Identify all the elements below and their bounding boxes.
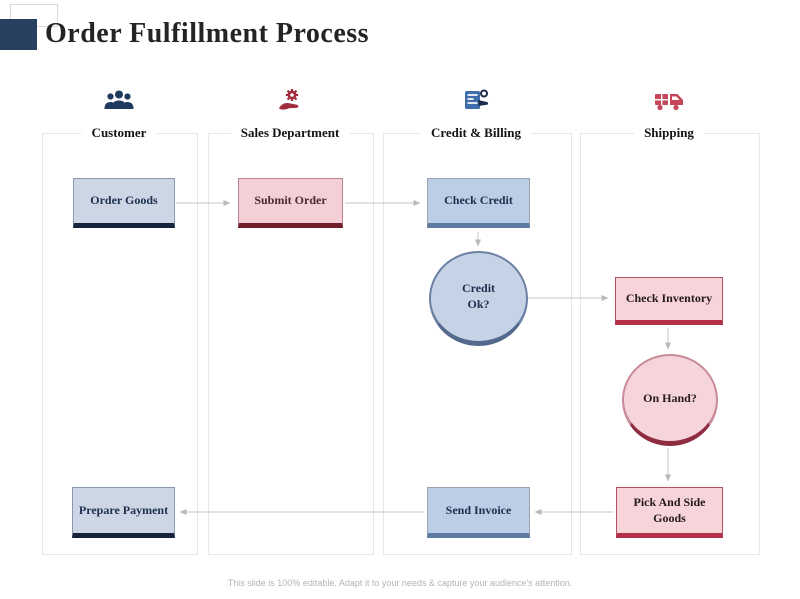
node-send-invoice: Send Invoice [427,487,530,538]
node-order-goods: Order Goods [73,178,175,228]
hand-gear-icon [274,85,306,115]
node-order-goods-label: Order Goods [90,193,158,208]
delivery-truck-icon [653,85,685,115]
editable-note: This slide is 100% editable. Adapt it to… [227,578,573,588]
billing-invoice-icon [460,85,492,115]
node-prepare-payment: Prepare Payment [72,487,175,538]
customers-group-icon [103,85,135,115]
node-submit-order-label: Submit Order [254,193,327,208]
page-title: Order Fulfillment Process [45,18,370,49]
node-pick-side-goods: Pick And Side Goods [616,487,723,538]
node-check-credit: Check Credit [427,178,530,228]
node-credit-ok-label: Credit Ok? [461,281,496,311]
node-on-hand-label: On Hand? [643,390,697,405]
lane-header-credit-billing: Credit & Billing [420,125,532,141]
node-check-inventory: Check Inventory [615,277,723,325]
node-check-credit-label: Check Credit [444,193,513,208]
node-send-invoice-label: Send Invoice [445,502,512,517]
lane-header-customer: Customer [81,125,157,141]
lane-header-shipping: Shipping [634,125,704,141]
corner-navy-square [0,19,37,50]
node-pick-side-goods-label: Pick And Side Goods [633,494,706,525]
node-credit-ok: Credit Ok? [429,251,528,346]
node-on-hand: On Hand? [622,354,718,446]
node-prepare-payment-label: Prepare Payment [78,502,169,517]
node-submit-order: Submit Order [238,178,343,228]
lane-header-sales: Sales Department [230,125,350,141]
node-check-inventory-label: Check Inventory [625,291,713,306]
